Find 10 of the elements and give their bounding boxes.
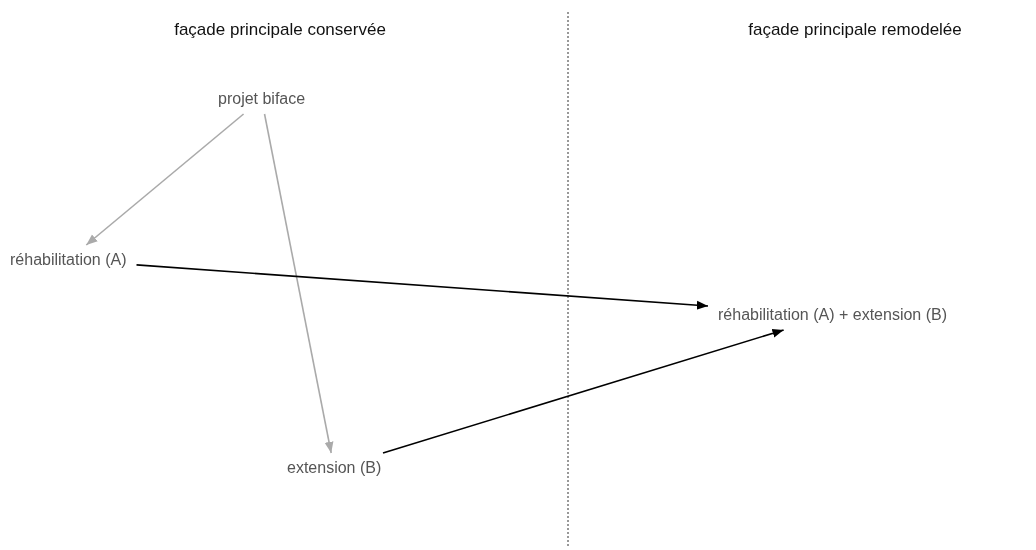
- arrow: [85, 113, 245, 246]
- text-label: projet biface: [208, 84, 316, 114]
- text-label: réhabilitation (A): [0, 245, 137, 275]
- arrow: [382, 329, 785, 454]
- text-label: extension (B): [277, 453, 392, 483]
- column-heading: façade principale remodelée: [748, 20, 962, 40]
- column-heading: façade principale conservée: [174, 20, 386, 40]
- text-label: réhabilitation (A) + extension (B): [708, 300, 957, 330]
- arrow: [263, 113, 334, 454]
- arrow: [135, 264, 709, 310]
